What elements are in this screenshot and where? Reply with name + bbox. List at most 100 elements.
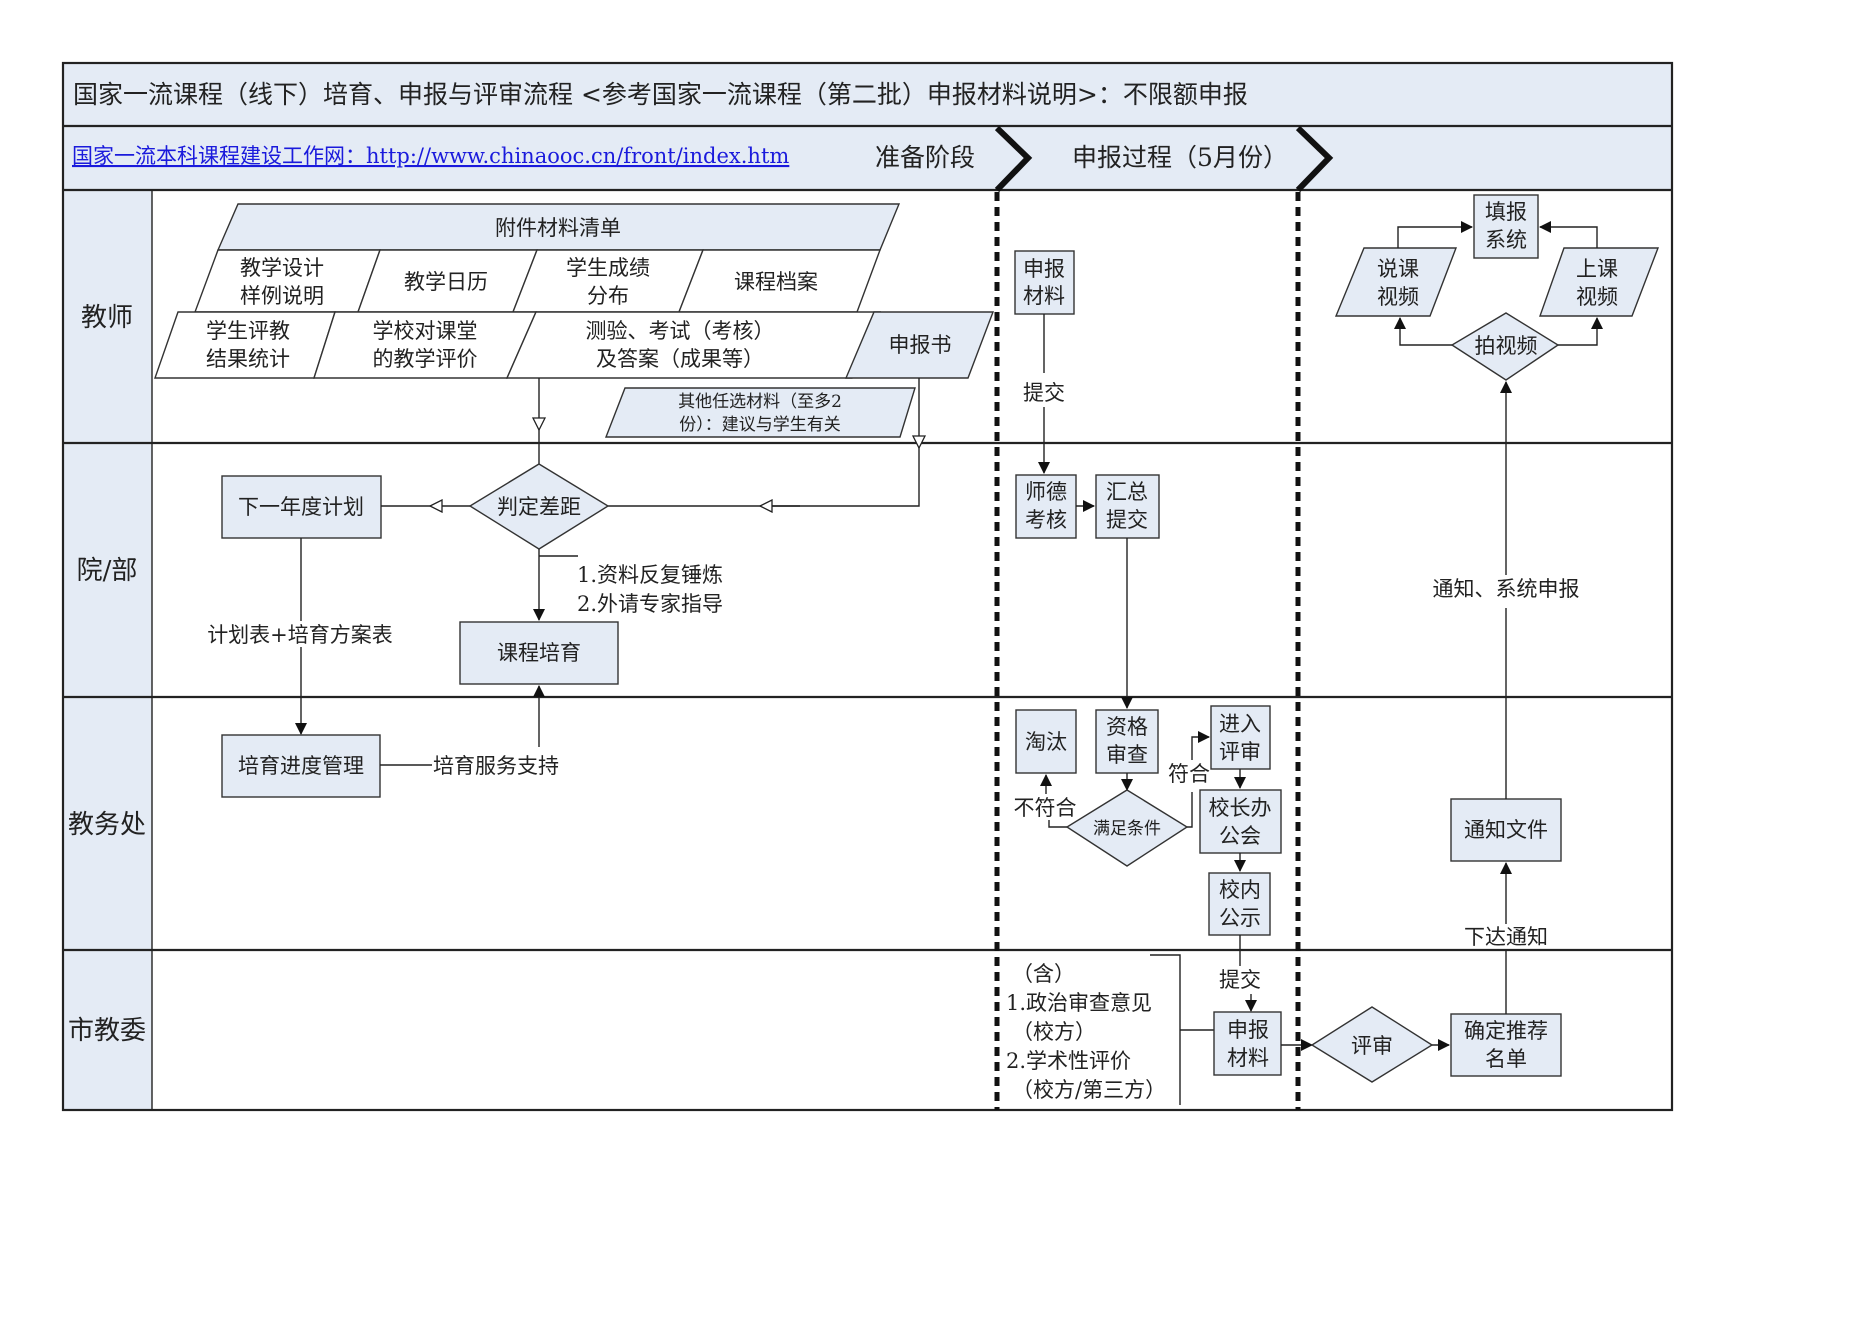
includes-note-line: 2.学术性评价: [1006, 1049, 1131, 1073]
confirm-list-text: 确定推荐: [1464, 1019, 1548, 1043]
page-title: 国家一流课程（线下）培育、申报与评审流程 <参考国家一流课程（第二批）申报材料说…: [73, 80, 1248, 109]
lane-label-column: [63, 190, 152, 1110]
connector-form-to-judge: [608, 448, 920, 507]
label-bg: [205, 621, 395, 647]
president-meeting-text: 公会: [1219, 824, 1261, 848]
progress-management-label: 培育进度管理: [238, 754, 364, 778]
optional-materials: [604, 387, 916, 438]
includes-note-line: （校方）: [1012, 1020, 1096, 1044]
course-cultivation-box: [459, 621, 619, 685]
material-item-text: 分布: [587, 284, 629, 308]
summary-submit-text: 提交: [1106, 508, 1148, 532]
eliminate-box: [1015, 709, 1077, 774]
material-item-text: 测验、考试（考核）: [586, 319, 775, 343]
connector-class-to-system: [1539, 221, 1598, 248]
eliminate-label: 淘汰: [1025, 730, 1067, 754]
optional-materials-text: 份）：建议与学生有关: [679, 415, 841, 435]
not-meet-label: 不符合: [1014, 796, 1077, 820]
material-item-text: 结果统计: [206, 347, 290, 371]
class-video-text: 视频: [1576, 285, 1618, 309]
submit-materials-text: 申报: [1023, 257, 1065, 281]
material-item-text: 学生评教: [206, 319, 290, 343]
public-notice-box: [1208, 872, 1271, 936]
lane-label-teacher: 教师: [81, 303, 133, 333]
submit-label: 提交: [1023, 381, 1065, 405]
ethics-review-text: 师德: [1025, 480, 1067, 504]
phase-chevron-2: [1295, 125, 1334, 193]
review-label: 评审: [1351, 1034, 1393, 1058]
improvement-note-2: 2.外请专家指导: [577, 592, 723, 616]
includes-note-line: 1.政治审查意见: [1006, 991, 1152, 1015]
swimlane-table: [61, 61, 1674, 1112]
confirm-list-text: 名单: [1485, 1047, 1527, 1071]
plan-forms-label: 计划表+培育方案表: [207, 623, 393, 647]
qualification-review-box: [1095, 709, 1159, 774]
course-cultivation-label: 课程培育: [497, 641, 581, 665]
material-item-text: 教学设计: [240, 256, 324, 280]
fill-system-text: 系统: [1485, 228, 1527, 252]
lane-label-academic-affairs: 教务处: [68, 810, 146, 840]
material-item-text: 学生成绩: [566, 256, 650, 280]
meet-label: 符合: [1168, 762, 1210, 786]
issue-notice-label: 下达通知: [1464, 925, 1548, 949]
submit-materials-text: 材料: [1023, 284, 1065, 308]
phase-application: 申报过程（5月份）: [1072, 143, 1288, 172]
connector-not-meet: [1048, 820, 1067, 828]
connector-meet: [1187, 792, 1193, 828]
lane-label-city-commission: 市教委: [68, 1016, 146, 1046]
enter-review-box: [1210, 705, 1271, 770]
meets-conditions-label: 满足条件: [1093, 819, 1161, 839]
class-video-box: [1539, 247, 1660, 317]
city-submit-label: 提交: [1219, 968, 1261, 992]
material-item-text: 的教学评价: [373, 347, 478, 371]
phase-chevron-1: [994, 125, 1033, 193]
progress-management-box: [221, 734, 381, 798]
material-item-text: 及答案（成果等）: [596, 347, 764, 371]
shoot-video-decision: [1450, 312, 1560, 381]
meets-conditions-decision: [1065, 789, 1189, 867]
qualification-review-text: 审查: [1106, 743, 1148, 767]
connector-talk-to-system: [1397, 221, 1473, 248]
submit-materials-box: [1014, 250, 1075, 315]
connector-shoot-to-class-video: [1558, 317, 1603, 346]
public-notice-text: 校内: [1219, 878, 1261, 902]
improvement-note-1: 1.资料反复锤炼: [577, 563, 723, 587]
ethics-review-box: [1015, 474, 1077, 539]
talk-video-text: 视频: [1377, 285, 1419, 309]
enter-review-text: 评审: [1219, 740, 1261, 764]
summary-submit-text: 汇总: [1106, 480, 1148, 504]
enter-review-text: 进入: [1219, 712, 1261, 736]
connector-shoot-to-talk-video: [1394, 317, 1452, 346]
talk-video-box: [1334, 247, 1458, 317]
service-support-label: 培育服务支持: [433, 754, 559, 778]
shoot-video-label: 拍视频: [1475, 334, 1538, 358]
city-application-materials-box: [1213, 1011, 1282, 1076]
judge-gap-label: 判定差距: [497, 495, 581, 519]
fill-system-box: [1473, 194, 1539, 259]
application-form: [844, 311, 995, 379]
city-application-materials-text: 申报: [1227, 1018, 1269, 1042]
city-application-materials-text: 材料: [1227, 1046, 1269, 1070]
optional-materials-text: 其他任选材料（至多2: [678, 392, 842, 412]
notice-document-box: [1450, 798, 1562, 862]
public-notice-text: 公示: [1219, 906, 1261, 930]
fill-system-text: 填报: [1485, 200, 1527, 224]
includes-note-line: （校方/第三方）: [1012, 1078, 1166, 1102]
table-border: [61, 61, 1674, 1112]
president-meeting-text: 校长办: [1209, 796, 1272, 820]
review-decision: [1310, 1006, 1434, 1083]
ethics-review-text: 考核: [1025, 508, 1067, 532]
includes-bracket: [1150, 954, 1181, 1105]
material-item-text: 样例说明: [240, 284, 324, 308]
talk-video-text: 说课: [1377, 257, 1419, 281]
material-item-text: 教学日历: [404, 270, 488, 294]
notice-document-label: 通知文件: [1464, 818, 1548, 842]
president-meeting-box: [1199, 789, 1282, 854]
class-video-text: 上课: [1576, 257, 1618, 281]
application-form-label: 申报书: [889, 333, 952, 357]
material-item-text: 课程档案: [734, 270, 818, 294]
connector-meet-to-enter-review: [1191, 731, 1210, 760]
next-year-plan-label: 下一年度计划: [238, 495, 364, 519]
website-link[interactable]: 国家一流本科课程建设工作网：http://www.chinaooc.cn/fro…: [72, 144, 789, 168]
